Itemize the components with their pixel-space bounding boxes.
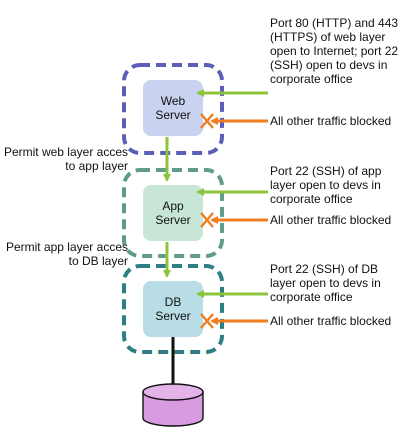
web-security-group-border: [122, 63, 224, 155]
db-server-label: DB Server: [143, 295, 203, 323]
permit-web-app-note: Permit web layer acces to app layer: [3, 145, 128, 173]
app-server-label-line2: Server: [155, 213, 191, 227]
app-open-ports-note: Port 22 (SSH) of app layer open to devs …: [270, 164, 382, 206]
db-server-label-line2: Server: [155, 309, 191, 323]
db-open-ports-note: Port 22 (SSH) of DB layer open to devs i…: [270, 262, 381, 304]
web-server-label-line1: Web: [160, 94, 186, 108]
web-server-box: [143, 80, 203, 136]
web-block-x-icon: [200, 113, 214, 129]
app-server-label-line1: App: [162, 199, 184, 213]
app-server-label: App Server: [143, 199, 203, 227]
database-cylinder-icon: [142, 383, 204, 427]
web-open-ports-note: Port 80 (HTTP) and 443 (HTTPS) of web la…: [270, 16, 399, 86]
db-server-box: [143, 281, 203, 337]
app-block-x-icon: [200, 212, 214, 228]
db-blocked-note: All other traffic blocked: [270, 314, 392, 328]
db-block-x-icon: [200, 313, 214, 329]
db-server-label-line1: DB: [164, 295, 182, 309]
db-security-group-border: [122, 264, 224, 354]
web-server-label-line2: Server: [155, 108, 191, 122]
web-blocked-note: All other traffic blocked: [270, 114, 392, 128]
web-server-label: Web Server: [143, 94, 203, 122]
app-server-box: [143, 185, 203, 241]
app-security-group-border: [122, 168, 224, 258]
permit-app-db-note: Permit app layer acces to DB layer: [5, 240, 128, 268]
app-blocked-note: All other traffic blocked: [270, 213, 392, 227]
